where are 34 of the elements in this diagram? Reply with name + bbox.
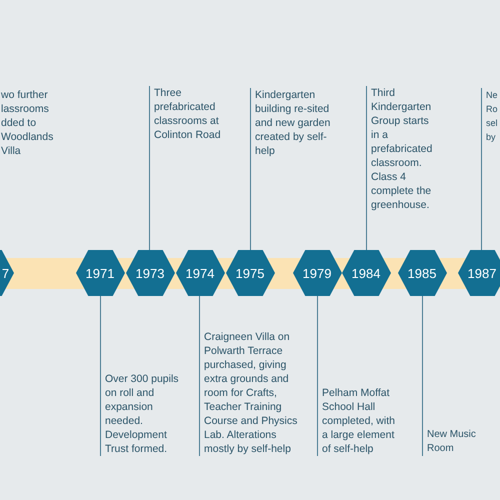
- event-description: Ne Ro sel by: [486, 89, 499, 144]
- year-label: 1971: [86, 266, 114, 280]
- year-label: 1987: [468, 266, 496, 280]
- leader-line: [422, 296, 423, 456]
- event-description: Three prefabricated classrooms at Colinton Road: [154, 86, 221, 142]
- year-hexagon: [226, 250, 274, 296]
- leader-line: [199, 296, 200, 456]
- leader-line: [100, 296, 101, 456]
- leader-line: [250, 88, 251, 250]
- event-description: Over 300 pupils on roll and expansion needed. Development Trust formed.: [105, 372, 180, 456]
- year-hexagon: [292, 250, 342, 296]
- year-hexagon: [126, 250, 174, 296]
- leader-line: [317, 296, 318, 456]
- year-hexagon: [342, 250, 390, 296]
- event-description: New Music Room: [427, 428, 477, 456]
- event-description: Kindergarten building re-sited and new garden created by self-help: [255, 88, 332, 158]
- year-hexagon: [458, 250, 500, 296]
- year-label: 1984: [352, 266, 380, 280]
- year-hexagon: [398, 250, 446, 296]
- year-label: 1974: [186, 266, 214, 280]
- leader-line: [149, 86, 150, 250]
- event-description: Pelham Moffat School Hall completed, with a large element of self-help: [322, 386, 396, 456]
- event-description: Craigneen Villa on Polwarth Terrace purchased, giving extra grounds and room for Crafts, Teacher Training Course and Physics Lab. Alterations mostly by self-help: [204, 330, 298, 456]
- year-label: 1975: [236, 266, 264, 280]
- year-hexagon: [76, 250, 124, 296]
- year-label: 1979: [302, 266, 332, 280]
- leader-line: [481, 88, 482, 250]
- event-description: wo further lassrooms dded to Woodlands Villa: [1, 88, 54, 158]
- year-hexagon: [176, 250, 224, 296]
- leader-line: [366, 86, 367, 250]
- year-label: 1973: [136, 266, 164, 280]
- year-label: 7: [2, 266, 10, 280]
- event-description: Third Kindergarten Group starts in a prefabricated classroom. Class 4 complete the greenhouse.: [371, 86, 434, 212]
- year-label: 1985: [408, 266, 436, 280]
